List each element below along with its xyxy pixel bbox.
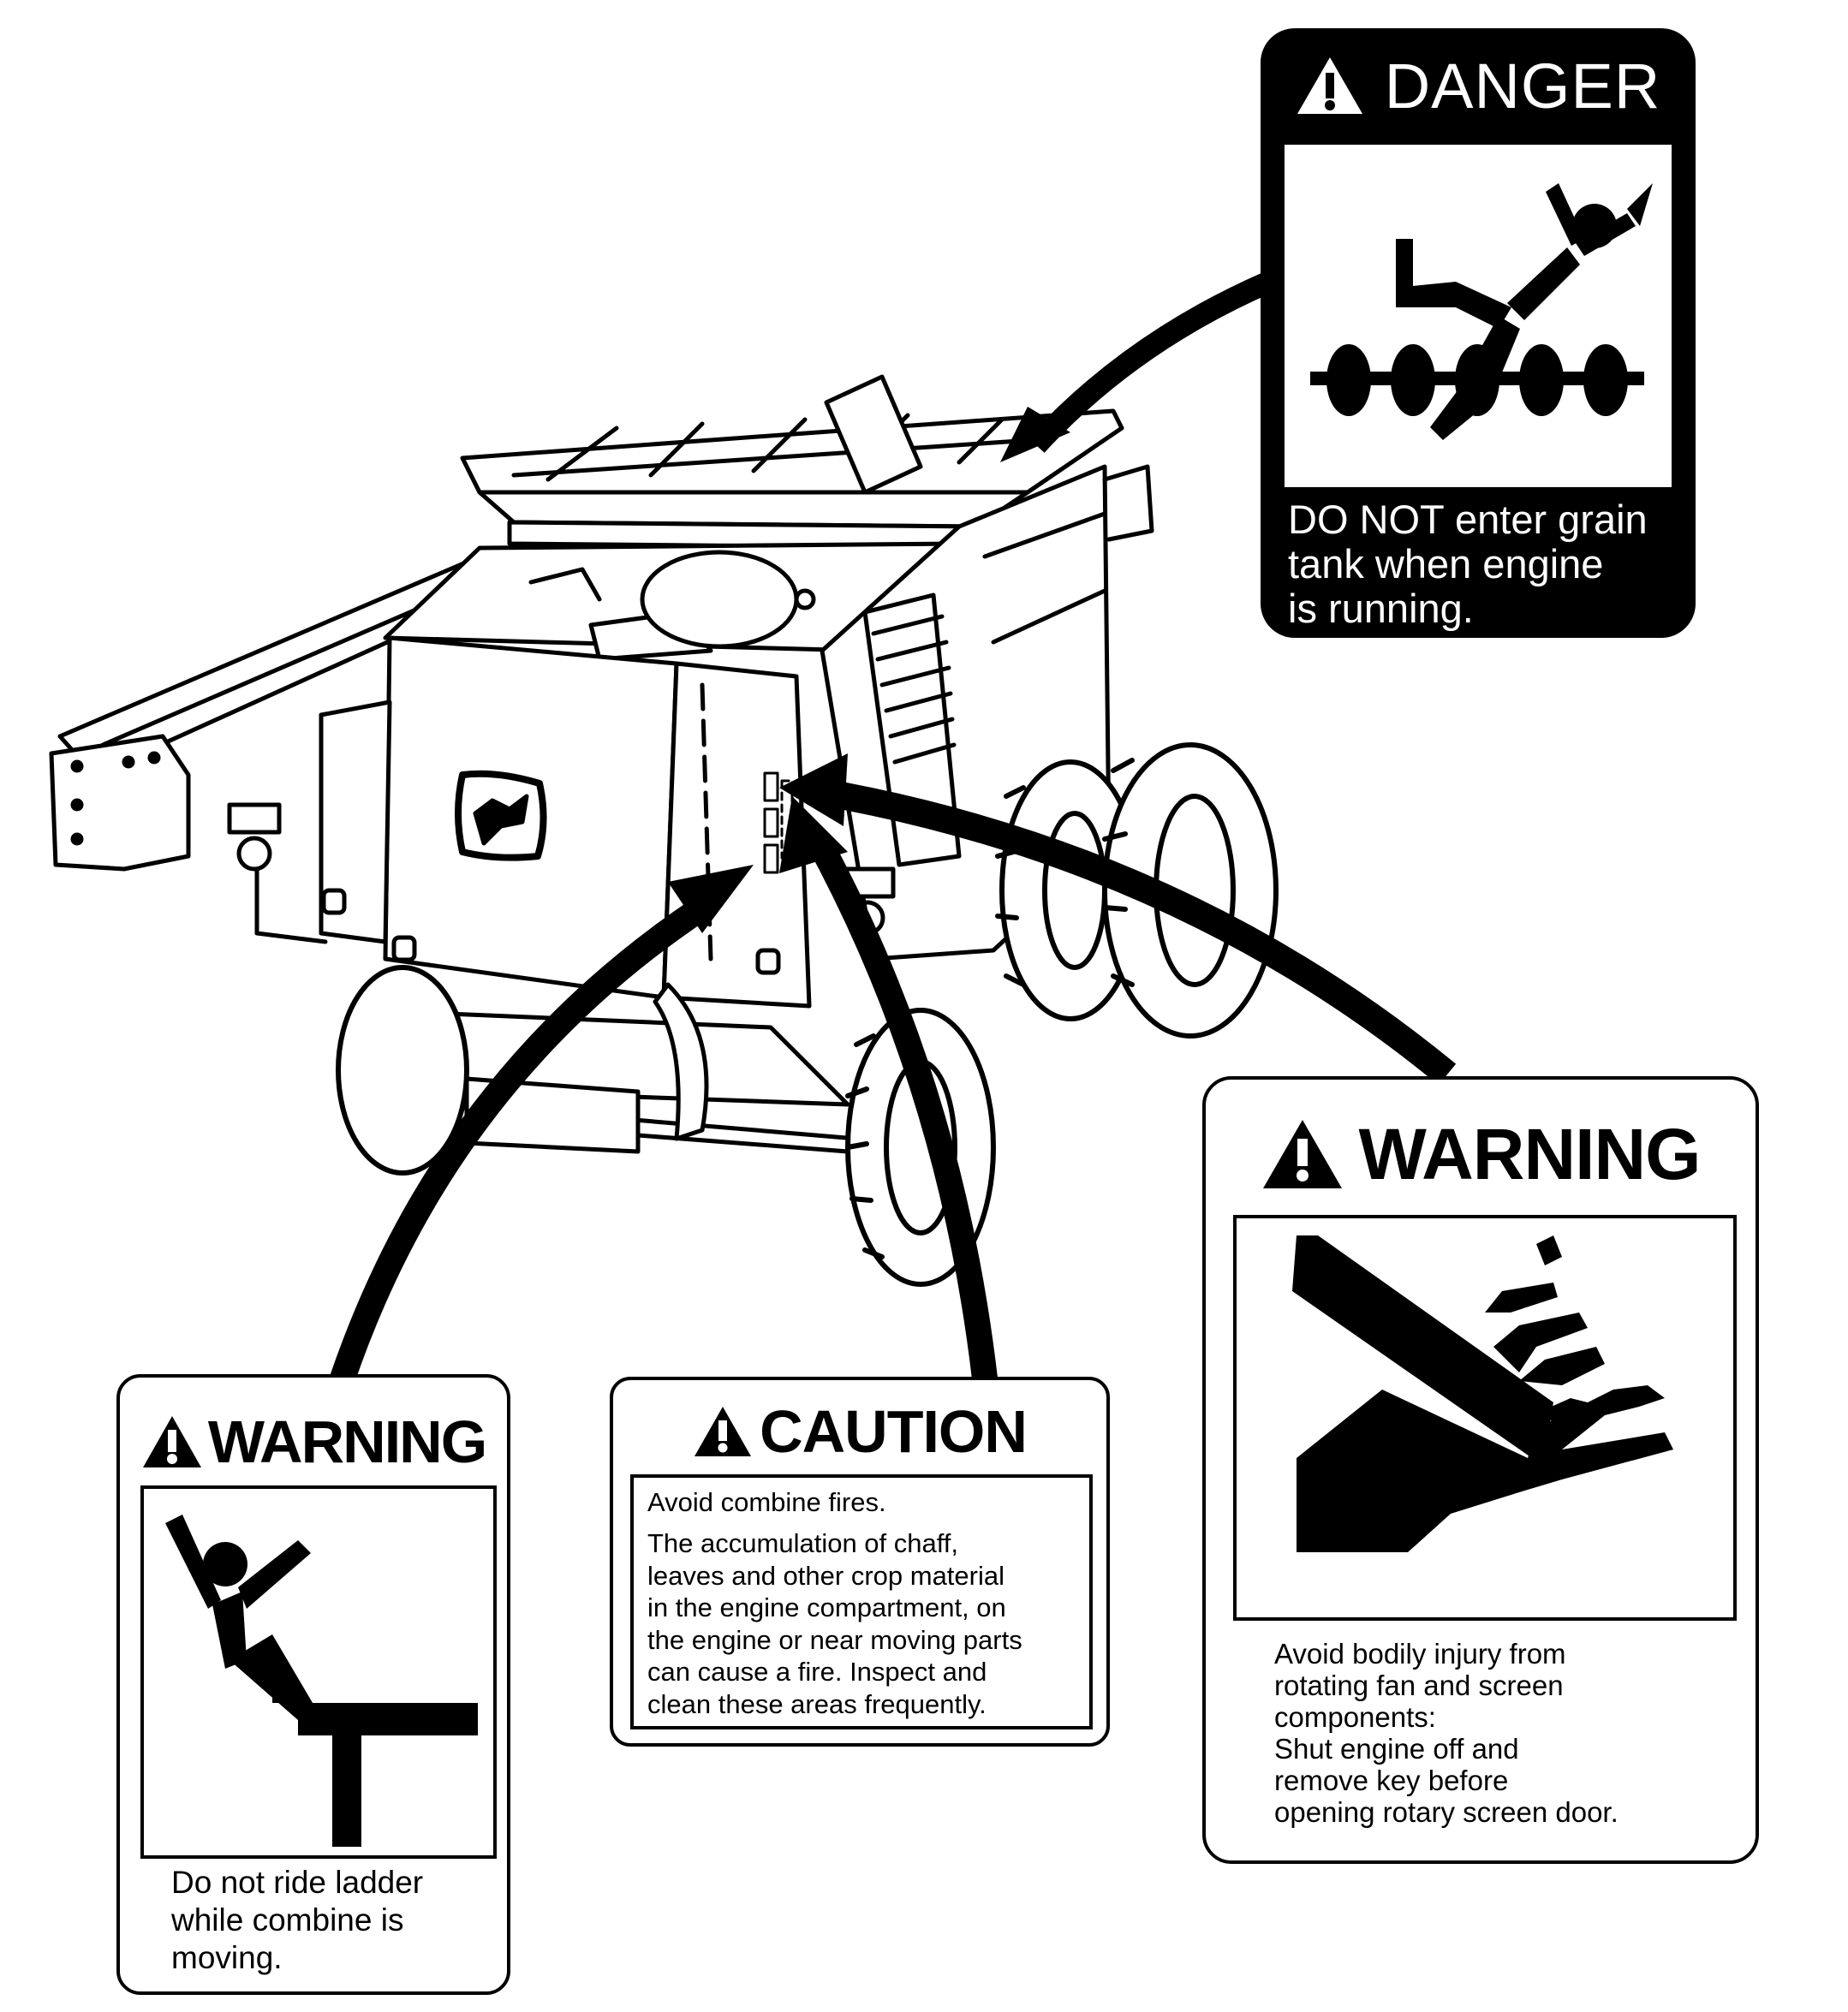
- warning-fan-header: WARNING: [1206, 1098, 1756, 1210]
- danger-signal-word: DANGER: [1384, 50, 1661, 122]
- warning-ladder-message-line: moving.: [171, 1940, 283, 1975]
- leaping-deer-logo: [455, 770, 547, 861]
- caution-message-box: Avoid combine fires. The accumulation of…: [630, 1474, 1093, 1729]
- warning-fan-message: Avoid bodily injury from rotating fan an…: [1274, 1638, 1720, 1828]
- warning-fan-message-line: opening rotary screen door.: [1274, 1796, 1618, 1828]
- caution-body-line: leaves and other crop material: [647, 1560, 1005, 1591]
- rear-lights: [227, 802, 896, 975]
- caution-body-line: can cause a fire. Inspect and: [647, 1657, 987, 1687]
- warning-ladder-message-line: while combine is: [171, 1902, 404, 1938]
- caution-body: The accumulation of chaff, leaves and ot…: [647, 1527, 1076, 1720]
- engine-deck: [383, 541, 962, 662]
- caution-body-line: The accumulation of chaff,: [647, 1528, 959, 1558]
- danger-message-line: DO NOT enter grain: [1288, 497, 1648, 542]
- unloading-auger: [49, 554, 504, 872]
- caution-fire-decal: CAUTION Avoid combine fires. The accumul…: [610, 1377, 1110, 1747]
- danger-header: DANGER: [1261, 39, 1696, 133]
- auger-entanglement-icon: [1310, 183, 1653, 440]
- warning-ladder-message: Do not ride ladder while combine is movi…: [171, 1864, 497, 1977]
- caution-body-line: the engine or near moving parts: [647, 1624, 1022, 1655]
- warning-ladder-signal-word: WARNING: [207, 1408, 487, 1475]
- warning-fan-message-line: remove key before: [1274, 1765, 1509, 1796]
- danger-message-line: tank when engine: [1288, 541, 1604, 586]
- rear-frame: [349, 982, 859, 1154]
- warning-ladder-message-line: Do not ride ladder: [171, 1865, 424, 1900]
- caution-body-line: clean these areas frequently.: [647, 1688, 987, 1719]
- fall-from-platform-icon: [165, 1515, 478, 1847]
- grain-tank-hopper: [460, 374, 1124, 551]
- pointer-arrows: [330, 272, 1457, 1383]
- warning-ladder-pictogram: [140, 1485, 497, 1859]
- warning-fan-message-line: Shut engine off and: [1274, 1733, 1519, 1765]
- warning-fan-message-line: components:: [1274, 1701, 1436, 1733]
- warning-fan-pictogram: [1233, 1215, 1737, 1621]
- alert-triangle-icon: [1262, 1120, 1342, 1188]
- warning-fan-message-line: Avoid bodily injury from: [1274, 1638, 1566, 1670]
- warning-ladder-decal: WARNING Do not ride ladder while combine…: [116, 1374, 510, 1995]
- danger-grain-tank-decal: DANGER DO NOT enter grain tan: [1261, 28, 1696, 638]
- danger-message-line: is running.: [1288, 586, 1474, 631]
- caution-body-line: in the engine compartment, on: [647, 1592, 1006, 1622]
- caution-header: CAUTION: [613, 1389, 1106, 1474]
- tires: [336, 742, 1279, 1287]
- caution-heading: Avoid combine fires.: [647, 1487, 886, 1517]
- warning-fan-message-line: rotating fan and screen: [1274, 1670, 1564, 1701]
- warning-ladder-header: WARNING: [120, 1395, 507, 1489]
- alert-triangle-icon: [142, 1416, 201, 1467]
- danger-message: DO NOT enter grain tank when engine is r…: [1288, 497, 1682, 631]
- warning-rotary-screen-decal: WARNING Avoid bodily injury from rotatin…: [1202, 1076, 1759, 1864]
- warning-fan-signal-word: WARNING: [1358, 1113, 1702, 1194]
- alert-triangle-icon: [694, 1407, 752, 1456]
- caution-signal-word: CAUTION: [760, 1398, 1028, 1465]
- hand-blade-cut-icon: [1292, 1235, 1673, 1552]
- alert-triangle-icon: [1297, 57, 1362, 114]
- danger-pictogram: [1285, 145, 1672, 487]
